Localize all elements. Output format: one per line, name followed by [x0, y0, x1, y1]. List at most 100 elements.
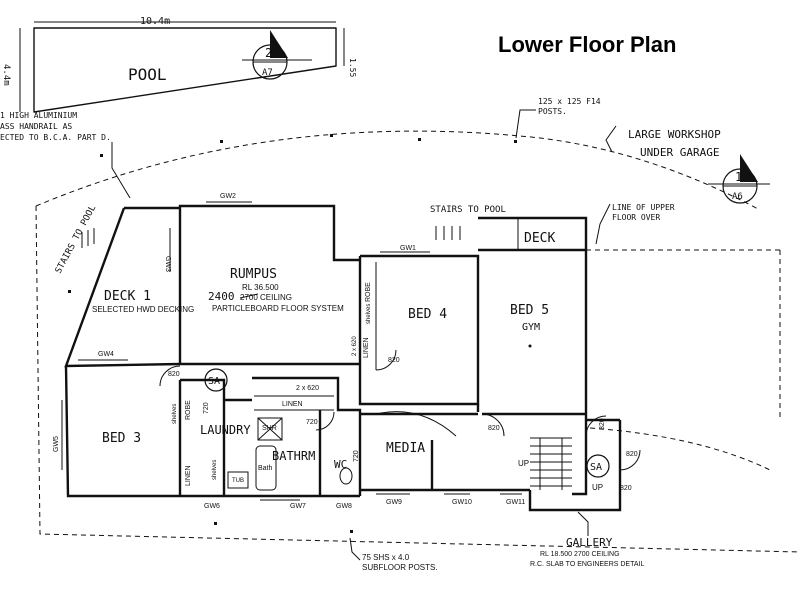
workshop-leader	[605, 125, 617, 153]
smoke-alarm-1-label: SA	[208, 376, 220, 387]
bed5-label: BED 5	[510, 303, 549, 318]
workshop-note-line-2: UNDER GARAGE	[640, 146, 719, 159]
section-2-sheet: A7	[262, 68, 273, 78]
linen-label-1: LINEN	[282, 401, 303, 408]
door-swings	[159, 349, 641, 471]
site-boundary-dashed	[35, 205, 800, 553]
shower-icon	[257, 417, 283, 441]
pool-right-dimension: 1.55	[348, 58, 357, 77]
door-820-b: 820	[388, 357, 400, 364]
handrail-note-line-3: ECTED TO B.C.A. PART D.	[0, 133, 111, 142]
robe-label-1: ROBE	[365, 282, 372, 302]
tub-icon	[227, 471, 249, 489]
bed4-label: BED 4	[408, 307, 447, 322]
tag-gw4: GW4	[98, 351, 114, 358]
door-820-f: 820	[620, 485, 632, 492]
deck1-label: DECK 1	[104, 289, 151, 304]
pool-label: POOL	[128, 65, 167, 84]
bed3-label: BED 3	[102, 431, 141, 446]
plan-title: Lower Floor Plan	[498, 32, 676, 57]
section-2-number: 2	[265, 46, 272, 60]
tag-gw2: GW2	[220, 193, 236, 200]
section-marker-1-icon	[708, 154, 770, 204]
gym-point	[528, 344, 532, 348]
stairs-right-icon	[435, 226, 461, 240]
wc-label: WC	[334, 458, 347, 471]
subfloor-leader	[349, 537, 361, 561]
tag-gw3: GW3	[164, 256, 171, 272]
tag-gw11: GW11	[506, 499, 525, 506]
bath-label: Bath	[258, 465, 273, 472]
up-label-1: UP	[518, 459, 529, 468]
workshop-note-line-1: LARGE WORKSHOP	[628, 128, 721, 141]
gym-label: GYM	[522, 322, 540, 333]
deck-boundary-arc	[35, 130, 761, 211]
door-720-a: 720	[306, 419, 318, 426]
gallery-slab: R.C. SLAB TO ENGINEERS DETAIL	[530, 561, 644, 568]
tag-gw9: GW9	[386, 499, 402, 506]
subfloor-note-line-2: SUBFLOOR POSTS.	[362, 563, 438, 572]
bathroom-label: BATHRM	[272, 449, 315, 463]
ceiling-strike	[239, 293, 259, 299]
handrail-note-line-2: ASS HANDRAIL AS	[0, 122, 72, 131]
door-820-a: 820	[168, 371, 180, 378]
door-720-c: 720	[353, 450, 360, 462]
gallery-rl: RL 18.500 2700 CEILING	[540, 551, 620, 558]
tag-gw6: GW6	[204, 503, 220, 510]
media-label: MEDIA	[386, 441, 425, 456]
handrail-leader	[111, 142, 131, 199]
tag-gw5: GW5	[53, 436, 60, 452]
stairs-left-icon	[81, 228, 95, 248]
door-820-d: 820	[599, 418, 606, 430]
robe-label-2: ROBE	[185, 400, 192, 420]
building-walls	[64, 204, 622, 512]
gallery-leader	[577, 511, 589, 536]
shelves-label-3: shelves	[212, 460, 218, 480]
section-1-sheet: A6	[732, 192, 743, 202]
stairs-right-label: STAIRS TO POOL	[430, 205, 506, 215]
deck-label: DECK	[524, 231, 555, 246]
handrail-note-line-1: 1 HIGH ALUMINIUM	[0, 111, 77, 120]
gallery-stairs-icon	[530, 437, 572, 490]
door-2x620-a: 2 x 620	[296, 385, 319, 392]
smoke-alarm-icon	[204, 368, 228, 392]
tag-gw1: GW1	[400, 245, 416, 252]
gallery-arc	[589, 427, 771, 471]
toilet-icon	[339, 467, 353, 485]
pool-left-dimension: 4.4m	[1, 64, 11, 86]
deck1-decking: SELECTED HWD DECKING	[92, 305, 194, 314]
posts-note-line-2: POSTS.	[538, 107, 567, 116]
smoke-alarm-2-label: SA	[590, 462, 602, 473]
door-820-e: 820	[626, 451, 638, 458]
shelves-label-2: shelves	[172, 404, 178, 424]
laundry-label: LAUNDRY	[200, 423, 251, 437]
up-label-2: UP	[592, 483, 603, 492]
bath-icon	[255, 445, 277, 491]
gallery-label: GALLERY	[566, 536, 613, 549]
posts-leader	[515, 109, 536, 139]
section-marker-icon	[242, 30, 312, 80]
door-720-b: 720	[203, 402, 210, 414]
posts-note-line-1: 125 x 125 F14	[538, 97, 601, 106]
rumpus-floor-system: PARTICLEBOARD FLOOR SYSTEM	[212, 304, 344, 313]
rumpus-ceiling: 2700 CEILING	[240, 293, 292, 302]
upper-floor-leader	[595, 203, 611, 245]
rumpus-ceiling-revised: 2400	[208, 290, 235, 303]
tag-gw7: GW7	[290, 503, 306, 510]
rumpus-rl: RL 36.500	[242, 283, 279, 292]
pool-width-dimension: 10.4m	[140, 16, 170, 27]
upper-floor-note-line-1: LINE OF UPPER	[612, 203, 675, 212]
stairs-left-label: STAIRS TO POOL	[54, 204, 98, 276]
tag-gw8: GW8	[336, 503, 352, 510]
linen-label-3: LINEN	[185, 465, 192, 486]
door-2x620-b: 2 x 620	[352, 336, 358, 356]
smoke-alarm-2-icon	[586, 454, 610, 478]
upper-floor-note-line-2: FLOOR OVER	[612, 213, 660, 222]
door-820-c: 820	[488, 425, 500, 432]
section-1-number: 1	[735, 170, 742, 184]
subfloor-note-line-1: 75 SHS x 4.0	[362, 553, 410, 562]
subfloor-posts	[68, 134, 517, 533]
tub-label: TUB	[232, 478, 244, 484]
pool-outline	[19, 21, 345, 113]
